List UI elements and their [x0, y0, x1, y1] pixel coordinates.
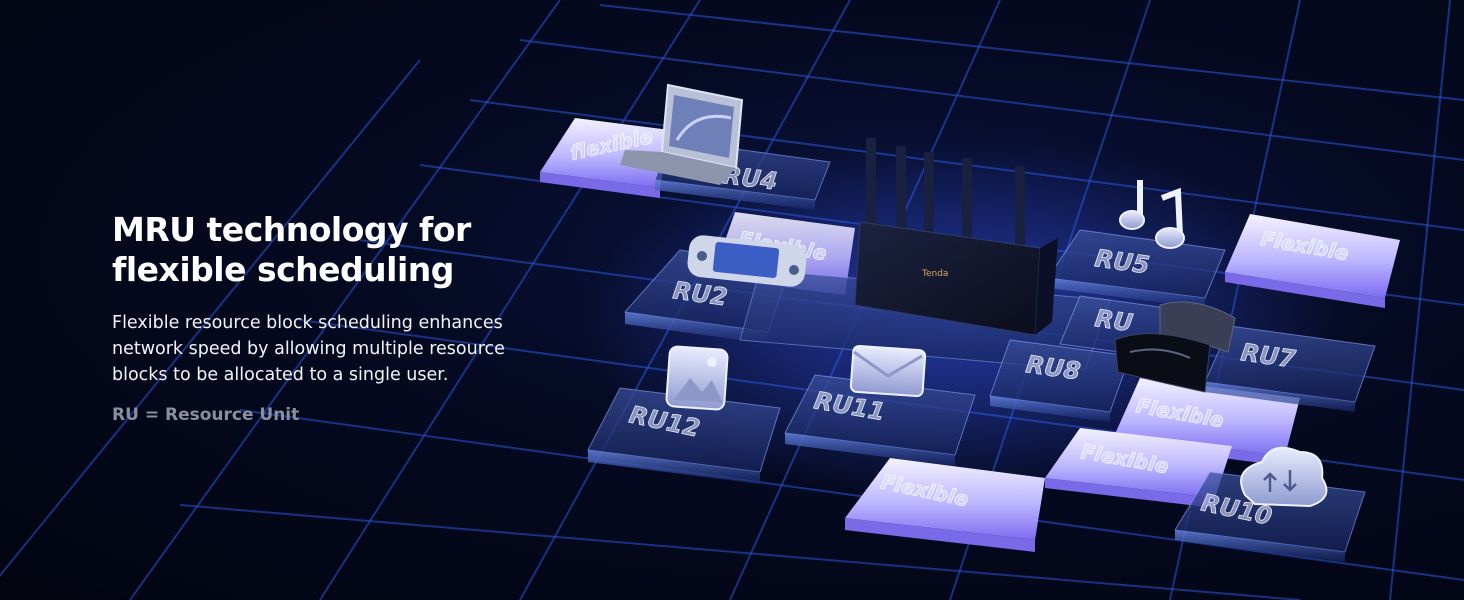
mail-icon: [849, 344, 927, 398]
music-note-icon: [1119, 180, 1185, 249]
description-line-2: network speed by allowing multiple resou…: [112, 339, 505, 359]
laptop-icon: [620, 83, 744, 185]
description-line-3: blocks to be allocated to a single user.: [112, 365, 449, 385]
tile-ru8: RU8: [989, 339, 1131, 422]
headline: MRU technology for flexible scheduling: [112, 210, 471, 290]
tile-ru2-label: RU2: [671, 276, 729, 311]
description: Flexible resource block scheduling enhan…: [112, 310, 505, 388]
vr-headset-icon: [1114, 301, 1236, 393]
footnote: RU = Resource Unit: [112, 405, 300, 425]
game-console-icon: [687, 235, 807, 287]
router-brand: Tenda: [921, 269, 948, 279]
headline-line-1: MRU technology for: [112, 210, 471, 249]
image-icon: [665, 345, 729, 411]
description-line-1: Flexible resource block scheduling enhan…: [112, 313, 503, 333]
tile-flex3: Flexible: [1225, 214, 1400, 308]
tile-ru7: RU7: [1204, 325, 1376, 412]
tile-flex6: Flexible: [845, 458, 1045, 552]
cloud-sync-icon: [1240, 446, 1328, 508]
tile-flex5: Flexible: [1045, 428, 1232, 508]
headline-line-2: flexible scheduling: [112, 250, 454, 289]
tile-ru5: RU5: [1047, 229, 1226, 308]
tile-ru6-label: RU: [1093, 304, 1134, 337]
router-icon: Tenda: [854, 138, 1058, 336]
